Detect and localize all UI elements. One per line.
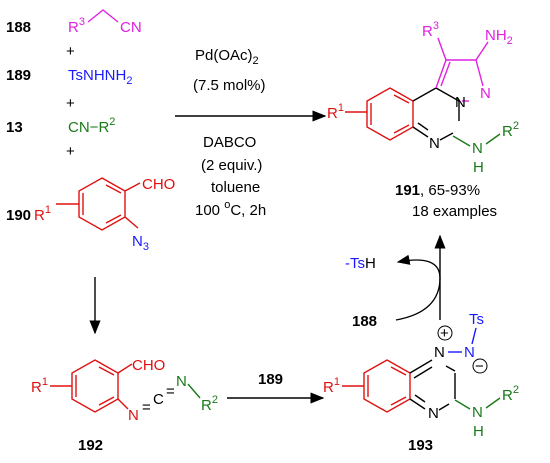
compound-190-cho: CHO: [142, 176, 175, 193]
compound-13-number: 13: [6, 119, 23, 136]
product-191-examples: 18 examples: [412, 203, 497, 220]
plus-3: +: [66, 143, 75, 160]
product-191-r1: R1: [327, 102, 344, 122]
product-191-n-ring: N: [429, 135, 440, 152]
condition-loading: (7.5 mol%): [193, 77, 266, 94]
compound-190-number: 190: [6, 207, 31, 224]
condition-base: DABCO: [203, 134, 256, 151]
compound-189-number: 189: [6, 67, 31, 84]
product-191-structure: [345, 37, 501, 147]
product-191-r2: R2: [502, 120, 519, 140]
intermediate-193-plus-charge: +: [440, 325, 449, 342]
intermediate-192-eq2: =: [166, 383, 175, 400]
condition-base-amount: (2 equiv.): [201, 157, 262, 174]
intermediate-192-r1: R1: [31, 376, 48, 396]
curved-arrow-tsh: [395, 254, 441, 321]
compound-188-chain: [87, 9, 119, 23]
intermediate-193-label: 193: [408, 437, 433, 454]
intermediate-192-eq1: =: [142, 399, 151, 416]
compound-188-r3: R3: [68, 16, 85, 36]
compound-189-formula: TsNHNH2: [68, 67, 132, 87]
cycle-tsh-byproduct: -TsH: [345, 255, 376, 272]
compound-190-r1: R1: [34, 204, 51, 224]
compound-188-cn: CN: [120, 19, 142, 36]
compound-13-formula: CN−R2: [68, 116, 115, 136]
intermediate-193-r2: R2: [502, 384, 519, 404]
intermediate-192-c: C: [153, 391, 164, 408]
intermediate-193-r1: R1: [323, 376, 340, 396]
product-191-nh2: NH2: [485, 27, 513, 47]
condition-temperature: 100 oC, 2h: [195, 199, 266, 219]
arrow-189-label: 189: [258, 371, 283, 388]
condition-solvent: toluene: [211, 179, 260, 196]
intermediate-193-n-minus: N: [464, 344, 475, 361]
condition-catalyst: Pd(OAc)2: [195, 47, 259, 67]
product-191-n-bridge: N: [455, 94, 466, 111]
intermediate-193-minus-charge: −: [475, 358, 484, 375]
product-191-label: 191, 65-93%: [395, 182, 480, 199]
product-191-h: H: [473, 159, 484, 176]
plus-1: +: [66, 43, 75, 60]
intermediate-192-r2: R2: [201, 394, 218, 414]
intermediate-192-bond: [187, 383, 201, 399]
intermediate-192-n2: N: [176, 373, 187, 390]
intermediate-193-n-plus: N: [434, 344, 445, 361]
plus-2: +: [66, 95, 75, 112]
compound-188-number: 188: [6, 19, 31, 36]
intermediate-192-ring: [50, 359, 133, 413]
intermediate-192-label: 192: [78, 437, 103, 454]
product-191-n-pyrazole: N: [480, 85, 491, 102]
cycle-reagent-188: 188: [352, 313, 377, 330]
product-191-r3: R3: [422, 20, 439, 40]
intermediate-193-ts: Ts: [469, 311, 484, 328]
intermediate-193-n-amino: N: [472, 404, 483, 421]
intermediate-193-h: H: [473, 423, 484, 440]
compound-190-azide: N3: [132, 233, 149, 253]
product-191-n-amino: N: [472, 140, 483, 157]
intermediate-192-n1: N: [128, 407, 139, 424]
intermediate-192-cho: CHO: [132, 357, 165, 374]
intermediate-193-structure: [342, 325, 501, 413]
compound-190-ring: [56, 177, 141, 231]
intermediate-193-n-ring: N: [428, 405, 439, 422]
